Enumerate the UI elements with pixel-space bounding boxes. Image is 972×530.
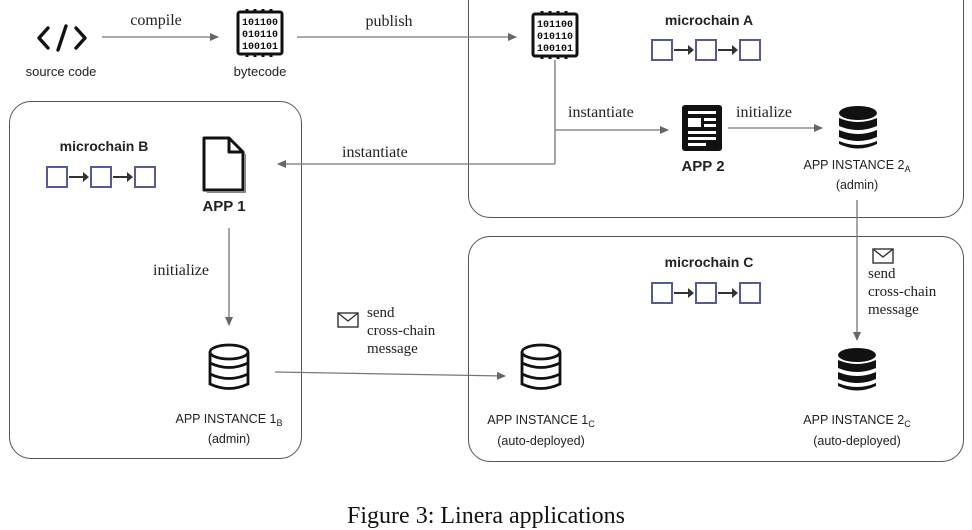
bin-line-2: 010110 — [537, 32, 573, 43]
send-message-left-2: cross-chain — [367, 323, 436, 339]
block-icon — [90, 166, 112, 188]
send-message-right-1: send — [868, 266, 896, 282]
bin-line-1: 101100 — [537, 20, 573, 31]
instance-1c-role: (auto-deployed) — [497, 434, 585, 448]
bin-line-3: 100101 — [242, 42, 278, 53]
app2-label: APP 2 — [681, 158, 725, 175]
database-icon-instance-1c — [520, 343, 562, 390]
chain-arrow-icon — [83, 172, 89, 182]
envelope-icon — [872, 248, 894, 264]
send-message-left-3: message — [367, 341, 418, 357]
publish-label: publish — [365, 13, 413, 30]
instance-2a-role: (admin) — [835, 178, 879, 192]
app2-document-icon — [682, 105, 722, 151]
instantiate-app2-label: instantiate — [568, 104, 634, 121]
block-icon — [695, 39, 717, 61]
microchain-a-blocks — [651, 39, 767, 61]
send-message-right-2: cross-chain — [868, 284, 937, 300]
cross-chain-left-arrow — [274, 371, 506, 380]
chain-arrow-icon — [127, 172, 133, 182]
block-icon — [651, 39, 673, 61]
chain-arrow-icon — [688, 45, 694, 55]
bin-line-1: 101100 — [242, 18, 278, 29]
chain-arrow-icon — [732, 288, 738, 298]
block-icon — [651, 282, 673, 304]
block-icon — [739, 282, 761, 304]
chain-arrow-icon — [688, 288, 694, 298]
database-icon-instance-2a — [839, 106, 877, 149]
compile-label: compile — [130, 12, 182, 29]
initialize-app1-label: initialize — [153, 262, 209, 279]
instantiate-app1-label: instantiate — [342, 144, 408, 161]
microchain-a-title: microchain A — [664, 12, 754, 28]
send-message-left-1: send — [367, 305, 395, 321]
instance-2c-role: (auto-deployed) — [813, 434, 901, 448]
app1-label: APP 1 — [202, 198, 246, 215]
send-message-right-3: message — [868, 302, 919, 318]
block-icon — [695, 282, 717, 304]
database-icon-instance-2c — [838, 348, 876, 391]
microchain-c-box — [468, 236, 964, 462]
microchain-a-box — [468, 0, 964, 218]
instance-1b-role: (admin) — [207, 432, 251, 446]
envelope-icon — [337, 312, 359, 328]
instance-2a-label: APP INSTANCE 2A — [803, 158, 911, 174]
block-icon — [134, 166, 156, 188]
bytecode-label: bytecode — [233, 64, 287, 79]
instance-1c-label: APP INSTANCE 1C — [487, 413, 595, 429]
bin-line-3: 100101 — [537, 44, 573, 55]
block-icon — [46, 166, 68, 188]
microchain-b-box — [9, 101, 302, 459]
database-icon-instance-1b — [208, 343, 250, 390]
block-icon — [739, 39, 761, 61]
bytecode-icon: 101100 010110 100101 — [236, 9, 284, 57]
source-code-label: source code — [25, 64, 97, 79]
figure-caption: Figure 3: Linera applications — [347, 503, 625, 529]
initialize-app2-label: initialize — [736, 104, 792, 121]
instance-1b-label: APP INSTANCE 1B — [175, 412, 283, 428]
published-bytecode-icon: 101100 010110 100101 — [531, 11, 579, 59]
microchain-b-blocks — [46, 166, 162, 188]
instance-2c-label: APP INSTANCE 2C — [803, 413, 911, 429]
bin-line-2: 010110 — [242, 30, 278, 41]
microchain-c-title: microchain C — [664, 254, 754, 270]
microchain-c-blocks — [651, 282, 767, 304]
chain-arrow-icon — [732, 45, 738, 55]
app1-file-icon — [202, 136, 246, 193]
code-icon — [37, 24, 87, 52]
microchain-b-title: microchain B — [59, 138, 149, 154]
